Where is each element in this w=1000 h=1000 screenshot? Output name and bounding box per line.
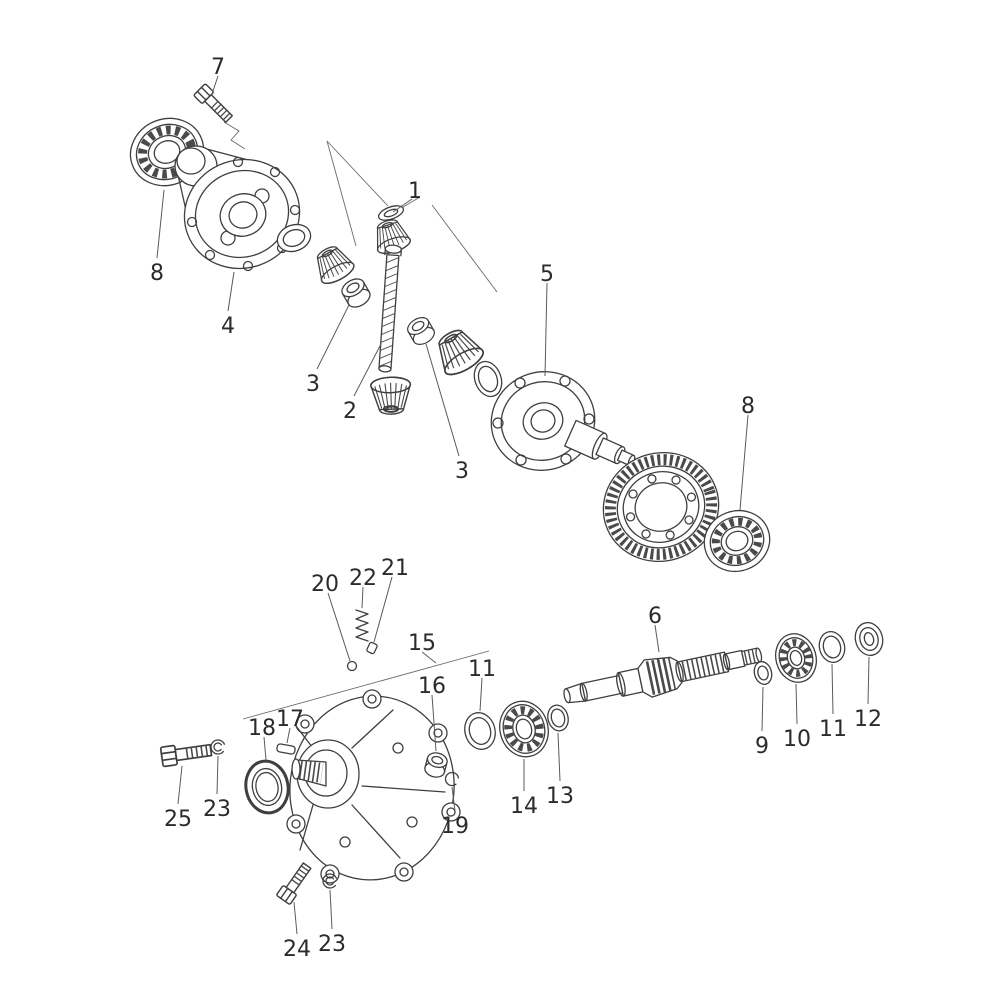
- leader-line-3-6: [425, 343, 460, 457]
- leader-line-22-15: [361, 586, 364, 609]
- leader-line-8-1: [156, 189, 165, 259]
- part-cap-12: [854, 622, 884, 656]
- part-bearing-8-right: [703, 509, 771, 573]
- part-pinion-gear-bore: [382, 405, 400, 413]
- part-bolt-7: [194, 84, 235, 125]
- part-callout-3-6: 3: [455, 459, 469, 484]
- part-ring-13: [547, 704, 569, 732]
- part-detent-ball-20: [346, 660, 358, 672]
- part-washer-9: [753, 661, 773, 685]
- leader-line-20-14: [327, 592, 351, 662]
- part-callout-23-25: 23: [203, 797, 231, 822]
- part-shim-ring: [276, 223, 312, 253]
- part-ring-gear-6: [602, 451, 720, 563]
- part-callout-12-13: 12: [854, 707, 882, 732]
- leader-line-15-17: [421, 651, 437, 664]
- part-callout-24-27: 24: [283, 937, 311, 962]
- leader-line-16-18: [431, 694, 437, 752]
- part-detent-pin-21: [366, 641, 378, 655]
- part-callout-1-3: 1: [408, 179, 422, 204]
- leader-line-11-19: [479, 677, 483, 712]
- part-callout-14-20: 14: [510, 794, 538, 819]
- part-callout-17-22: 17: [276, 707, 304, 732]
- part-callout-19-26: 19: [441, 814, 469, 839]
- leader-line-4-2: [227, 271, 235, 312]
- leader-line-17-22: [286, 727, 291, 744]
- leader-line-19-26: [451, 786, 456, 812]
- part-bearing-8-left: [129, 117, 205, 187]
- leader-line-6-9: [654, 624, 660, 653]
- part-bolt-24: [276, 861, 313, 905]
- part-callout-7-0: 7: [211, 55, 225, 80]
- part-side-cover-15: [286, 689, 461, 884]
- part-callout-4-2: 4: [221, 314, 235, 339]
- part-callout-15-17: 15: [408, 631, 436, 656]
- leader-line-13-21: [557, 732, 561, 782]
- part-callout-3-4: 3: [306, 372, 320, 397]
- leader-line-11-12: [831, 663, 834, 715]
- leader-line-23-28: [329, 889, 333, 930]
- part-callout-9-10: 9: [755, 734, 769, 759]
- part-output-flange-5: [490, 371, 636, 471]
- part-bearing-10: [775, 633, 817, 683]
- part-callout-18-23: 18: [248, 716, 276, 741]
- part-pinion-gear-1-bottom: [369, 375, 413, 416]
- construction-lines: [223, 121, 498, 720]
- leader-line-18-23: [263, 736, 267, 761]
- leader-line-3-4: [316, 304, 350, 370]
- leader-line-1-3: [392, 198, 413, 213]
- part-callout-25-24: 25: [164, 807, 192, 832]
- part-callout-23-28: 23: [318, 932, 346, 957]
- part-bearing-14: [499, 700, 549, 758]
- part-differential-housing-4: [174, 145, 301, 272]
- part-bushing-16: [424, 752, 448, 778]
- part-callout-10-11: 10: [783, 727, 811, 752]
- part-cross-shaft-2: [378, 244, 402, 373]
- leader-line-23-25: [216, 755, 219, 795]
- part-callout-11-12: 11: [819, 717, 847, 742]
- leader-line-7-0: [211, 75, 219, 95]
- leader-line-8-8: [739, 414, 749, 511]
- part-thrust-washer-3-lower: [407, 317, 435, 345]
- part-callout-22-15: 22: [349, 566, 377, 591]
- leader-line-10-11: [795, 683, 798, 725]
- part-callout-13-21: 13: [546, 784, 574, 809]
- part-detent-spring-22: [355, 609, 369, 642]
- part-callout-16-18: 16: [418, 674, 446, 699]
- leader-line-5-7: [544, 282, 548, 377]
- part-callout-21-16: 21: [381, 556, 409, 581]
- part-bolt-25: [160, 740, 212, 766]
- part-callout-8-8: 8: [741, 394, 755, 419]
- part-callout-20-14: 20: [311, 572, 339, 597]
- part-clip-19: [444, 771, 460, 787]
- part-dowel-pin-17: [276, 743, 296, 755]
- part-callout-6-9: 6: [648, 604, 662, 629]
- leader-line-12-13: [867, 656, 870, 705]
- part-callout-8-1: 8: [150, 261, 164, 286]
- leader-line-9-10: [761, 686, 764, 732]
- leader-line-2-5: [353, 343, 382, 397]
- part-callout-5-7: 5: [540, 262, 554, 287]
- part-callout-2-5: 2: [343, 399, 357, 424]
- part-thrust-washer-3-upper: [341, 278, 371, 308]
- part-ring-washer-right: [473, 360, 503, 398]
- part-seal-18: [244, 759, 290, 815]
- leader-line-21-16: [373, 576, 393, 643]
- leader-line-25-24: [177, 765, 183, 805]
- part-callout-11-19: 11: [468, 657, 496, 682]
- part-ring-11-lower: [464, 712, 496, 750]
- leader-line-24-27: [293, 901, 298, 935]
- part-pinion-shaft-6: [563, 647, 763, 704]
- part-ring-11-right: [818, 631, 846, 663]
